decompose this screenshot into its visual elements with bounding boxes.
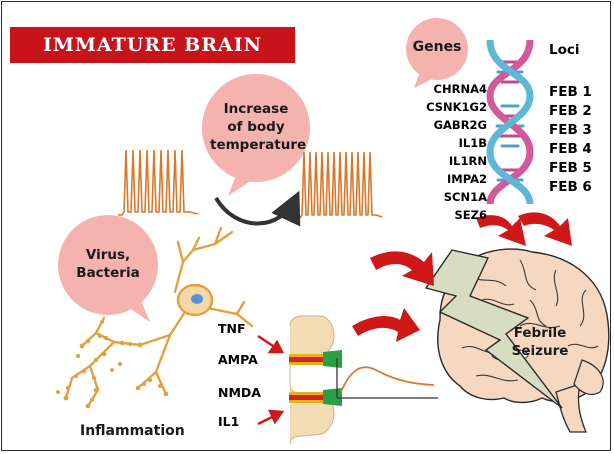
high-frequency-spike-train xyxy=(299,151,383,219)
locus-item: FEB 5 xyxy=(549,160,592,176)
arrow-from-genes-left xyxy=(476,215,526,246)
temperature-line-1: Increase xyxy=(223,101,289,117)
neuron-soma xyxy=(176,283,214,317)
dendrite-beads xyxy=(56,320,169,409)
receptor-tnf-label: TNF xyxy=(218,321,246,336)
infection-bubble xyxy=(58,215,158,322)
temperature-line-2: of body xyxy=(227,119,285,135)
infection-line-1: Virus, xyxy=(85,247,131,263)
potential-trace-plot xyxy=(336,358,438,399)
gene-item: IMPA2 xyxy=(447,172,487,186)
genes-bubble xyxy=(406,18,468,88)
page-title: IMMATURE BRAIN xyxy=(10,27,295,63)
locus-item: FEB 1 xyxy=(549,84,592,100)
gene-item: IL1B xyxy=(458,136,487,150)
gene-item: GABR2G xyxy=(433,118,487,132)
gene-item: SCN1A xyxy=(443,190,487,204)
receptor-ampa-label: AMPA xyxy=(218,352,258,367)
receptor-nmda-label: NMDA xyxy=(218,385,261,400)
infection-bubble-text: Virus, Bacteria xyxy=(70,246,146,282)
seizure-line-1: Febrile xyxy=(513,325,567,341)
loci-label: Loci xyxy=(549,42,580,58)
arrow-from-loci xyxy=(518,212,572,246)
seizure-line-2: Seizure xyxy=(511,343,569,359)
genes-label: Genes xyxy=(412,39,462,55)
arrow-from-synapse xyxy=(352,308,420,342)
dna-helix-icon xyxy=(486,39,534,205)
neuron-icon xyxy=(64,226,254,408)
infection-line-2: Bacteria xyxy=(76,265,140,281)
transition-arrow xyxy=(214,190,301,227)
gene-item: CHRNA4 xyxy=(433,82,487,96)
action-potential-train xyxy=(118,149,199,216)
locus-item: FEB 3 xyxy=(549,122,592,138)
red-arrows xyxy=(352,212,572,342)
gene-item: IL1RN xyxy=(448,154,487,168)
temperature-line-3: temperature xyxy=(210,137,307,153)
locus-item: FEB 6 xyxy=(549,179,592,195)
brain-icon xyxy=(437,248,610,433)
temperature-bubble-text: Increase of body temperature xyxy=(210,100,307,154)
temperature-bubble xyxy=(202,74,310,196)
gene-item: SEZ6 xyxy=(454,208,487,222)
lightning-bolt-icon xyxy=(424,249,563,409)
gene-item: CSNK1G2 xyxy=(426,100,487,114)
arrow-from-temperature xyxy=(370,251,434,286)
receptor-pointers xyxy=(257,334,285,426)
locus-item: FEB 4 xyxy=(549,141,592,157)
inflammation-label: Inflammation xyxy=(80,423,185,439)
locus-item: FEB 2 xyxy=(549,103,592,119)
synapse-icon xyxy=(289,315,342,445)
seizure-label: Febrile Seizure xyxy=(500,324,580,360)
receptor-il1-label: IL1 xyxy=(218,414,240,429)
